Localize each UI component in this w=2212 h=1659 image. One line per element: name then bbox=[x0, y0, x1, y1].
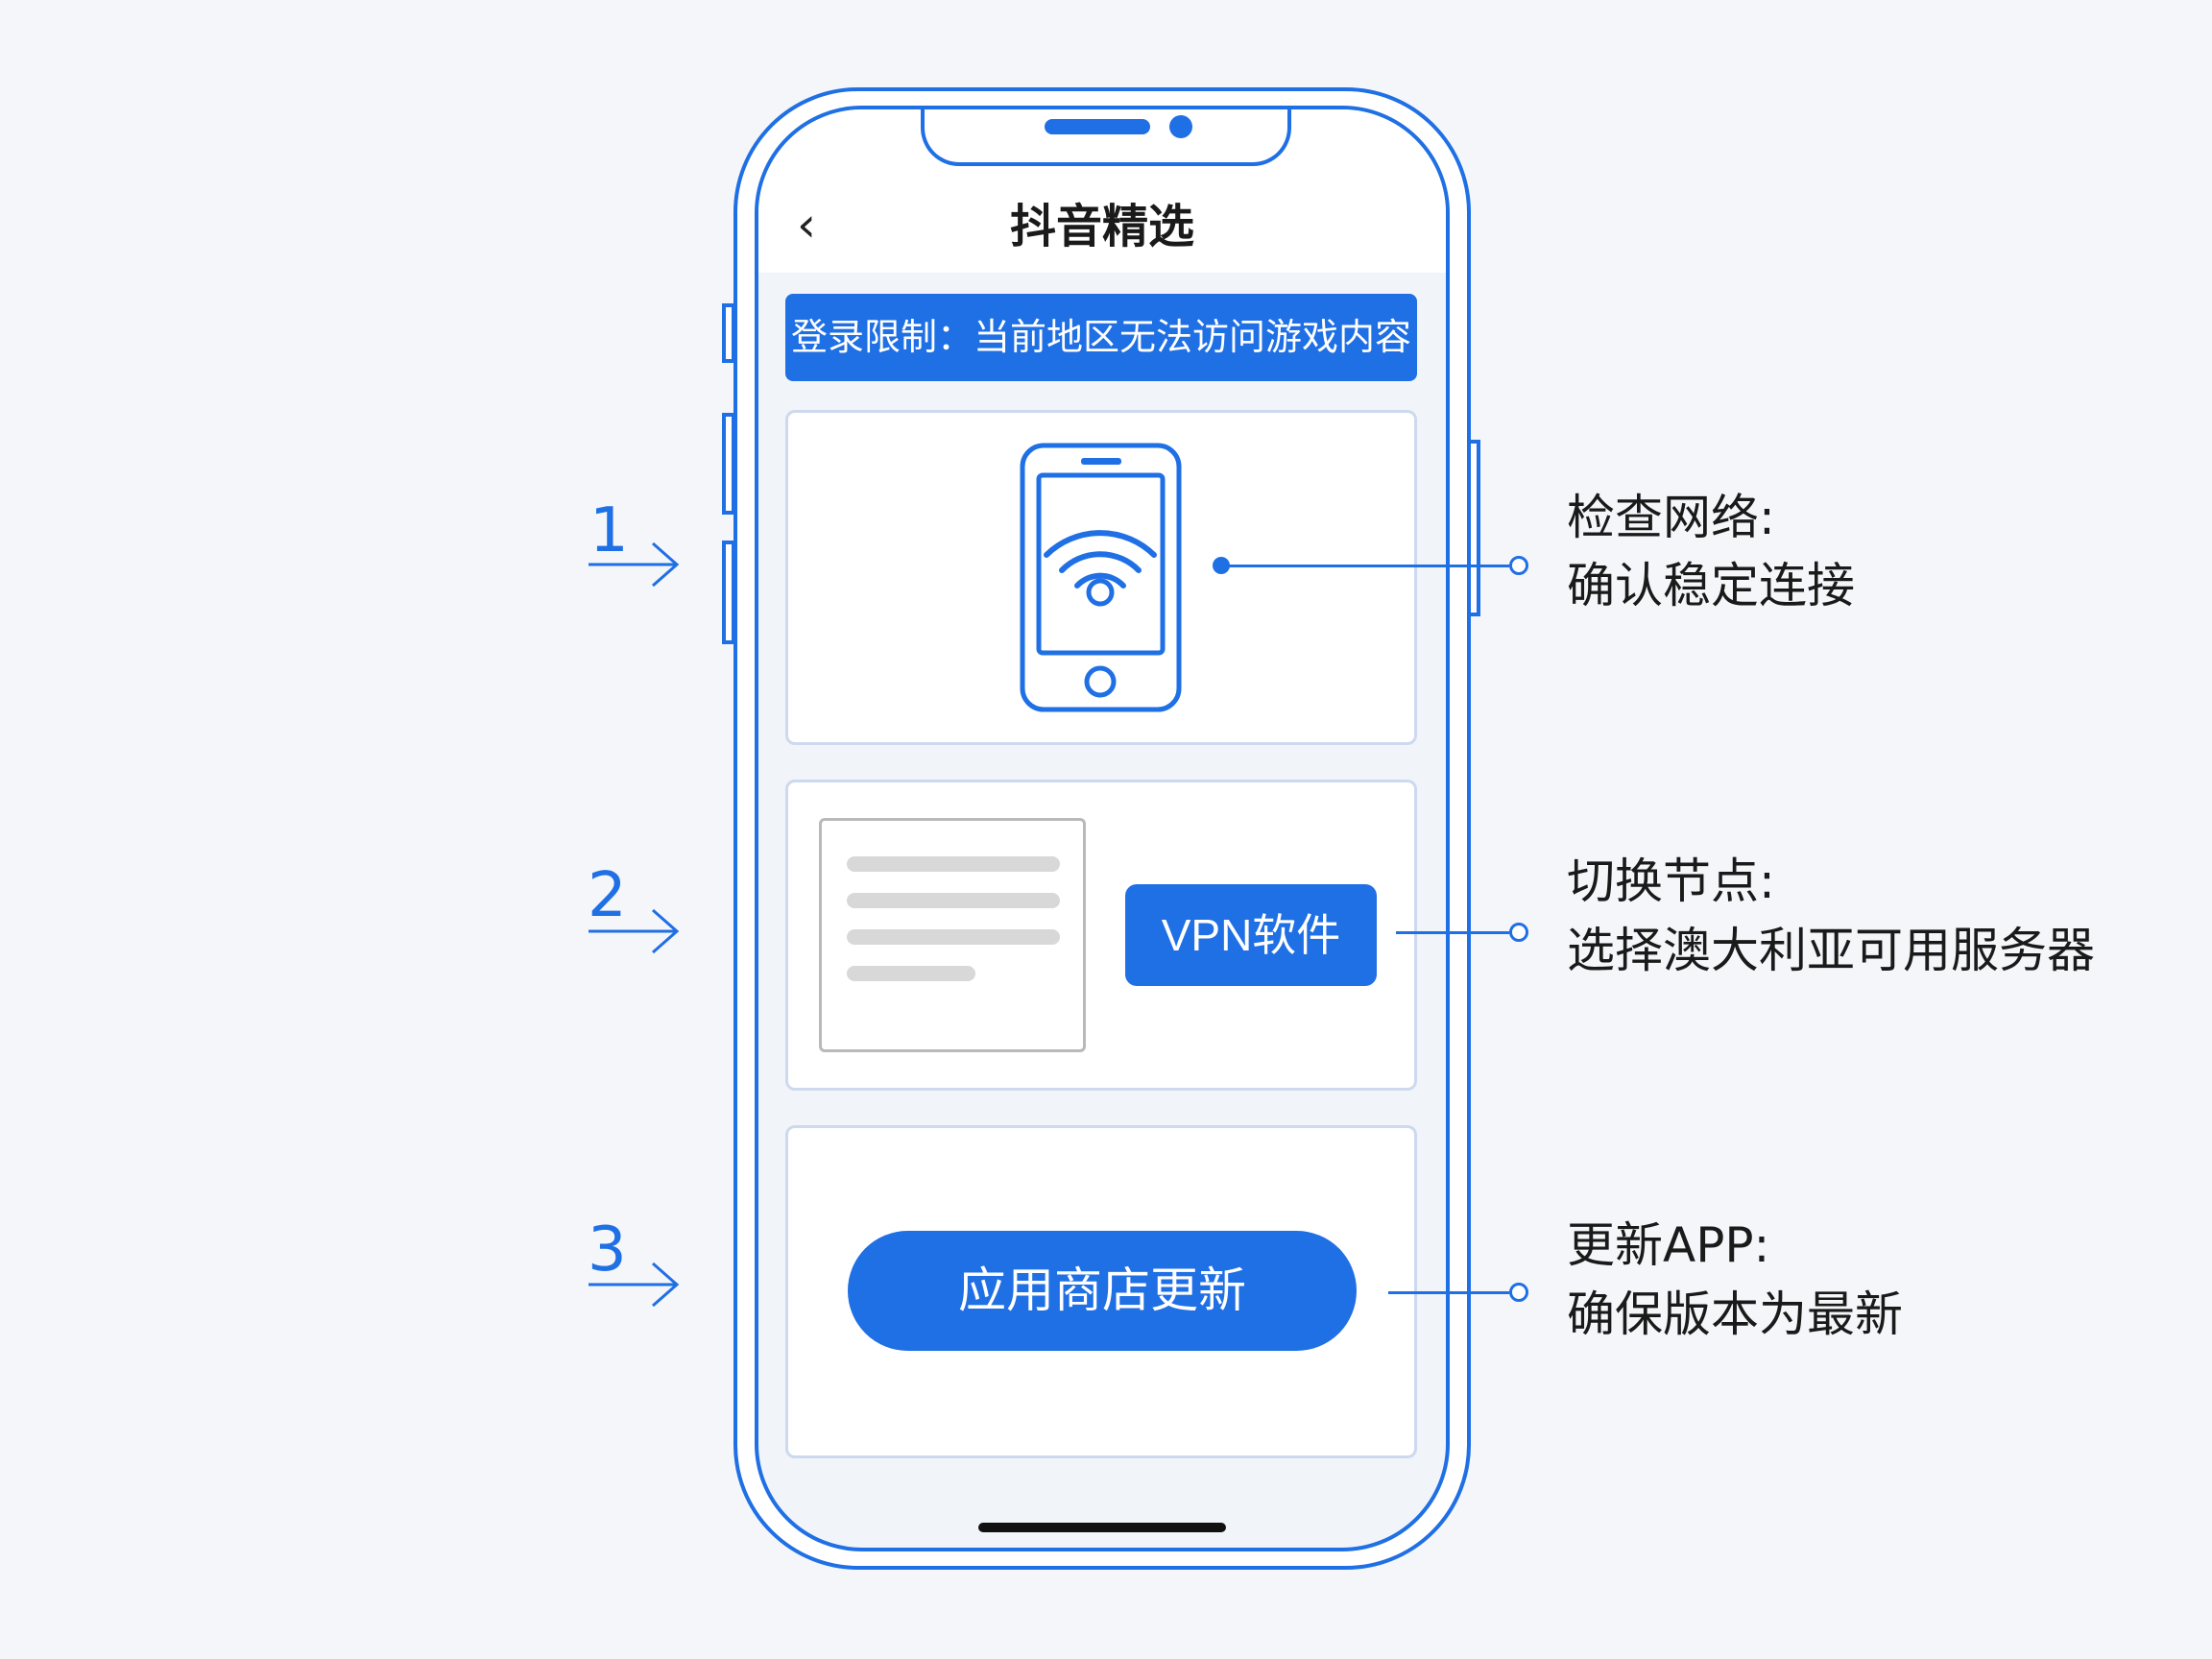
step-title: 切换节点: bbox=[1567, 854, 1775, 909]
step-title: 检查网络: bbox=[1567, 490, 1775, 545]
connector-ring bbox=[1509, 1283, 1528, 1302]
step-number: 2 bbox=[588, 860, 627, 931]
connector-line bbox=[1396, 931, 1509, 934]
chevron-left-icon[interactable]: ‹ bbox=[797, 197, 816, 252]
text-line bbox=[847, 966, 975, 981]
vpn-software-button[interactable]: VPN软件 bbox=[1125, 884, 1377, 986]
step-number: 3 bbox=[588, 1214, 627, 1286]
connector-line bbox=[1388, 1291, 1509, 1294]
app-store-update-button[interactable]: 应用商店更新 bbox=[848, 1231, 1357, 1351]
step-description: 确认稳定连接 bbox=[1567, 558, 1855, 613]
phone-wifi-icon bbox=[1020, 443, 1182, 712]
connector-ring bbox=[1509, 556, 1528, 575]
arrow-right-icon bbox=[589, 908, 680, 954]
text-line bbox=[847, 929, 1060, 945]
notch bbox=[921, 109, 1291, 166]
camera-icon bbox=[1169, 115, 1192, 138]
screen-header: ‹ 抖音精选 bbox=[758, 109, 1446, 273]
document-icon bbox=[819, 818, 1086, 1052]
arrow-right-icon bbox=[589, 1262, 680, 1308]
connector-ring bbox=[1509, 923, 1528, 942]
restriction-banner: 登录限制：当前地区无法访问游戏内容 bbox=[785, 294, 1417, 381]
connector-line bbox=[1221, 565, 1509, 567]
step-title: 更新APP: bbox=[1567, 1217, 1770, 1273]
text-line bbox=[847, 856, 1060, 872]
page-title: 抖音精选 bbox=[1009, 200, 1194, 253]
arrow-right-icon bbox=[589, 541, 680, 588]
step-number: 1 bbox=[589, 495, 629, 566]
speaker-icon bbox=[1045, 119, 1150, 134]
step-description: 选择澳大利亚可用服务器 bbox=[1567, 923, 2095, 978]
home-indicator bbox=[978, 1523, 1226, 1532]
text-line bbox=[847, 893, 1060, 908]
step-description: 确保版本为最新 bbox=[1567, 1286, 1903, 1342]
